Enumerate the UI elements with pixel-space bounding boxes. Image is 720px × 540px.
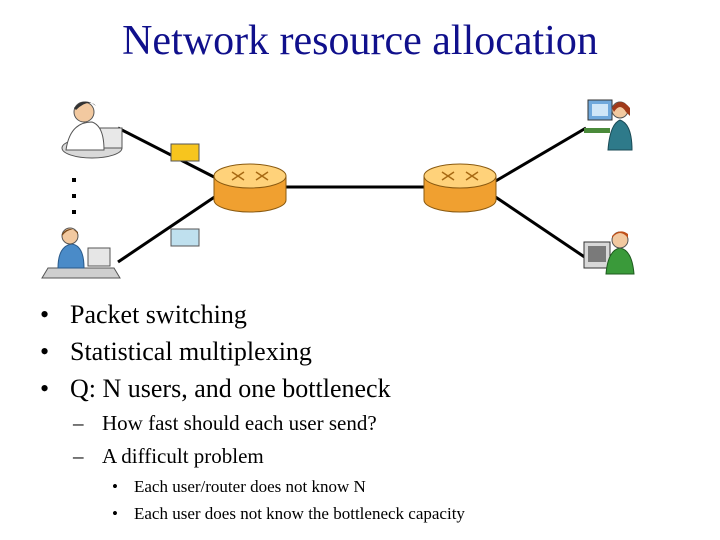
- bullet-statistical-multiplexing: Statistical multiplexing: [40, 333, 465, 370]
- sub-bullet-difficult-problem: A difficult problem: [40, 440, 465, 473]
- user-icon-1: [61, 101, 123, 159]
- ellipsis-dots: [72, 178, 76, 214]
- link-user1-router1: [117, 126, 217, 180]
- link-router2-user3: [493, 126, 587, 184]
- router-2: [423, 163, 497, 213]
- link-router2-user4: [493, 194, 587, 260]
- user-icon-2: [41, 227, 121, 279]
- bullet-question: Q: N users, and one bottleneck: [40, 370, 465, 407]
- slide-title: Network resource allocation: [122, 18, 598, 64]
- bullet-list: Packet switching Statistical multiplexin…: [40, 296, 465, 527]
- bullet-packet-switching: Packet switching: [40, 296, 465, 333]
- link-user2-router1: [117, 194, 217, 264]
- sub-sub-bullet-not-know-capacity: Each user does not know the bottleneck c…: [40, 500, 465, 527]
- sub-bullet-how-fast: How fast should each user send?: [40, 407, 465, 440]
- packet-blue: [170, 228, 200, 247]
- network-diagram: [41, 99, 635, 279]
- user-icon-4: [583, 231, 635, 275]
- packet-yellow: [170, 143, 200, 162]
- user-icon-3: [584, 99, 633, 151]
- router-1: [213, 163, 287, 213]
- sub-sub-bullet-not-know-n: Each user/router does not know N: [40, 473, 465, 500]
- links: [117, 126, 587, 264]
